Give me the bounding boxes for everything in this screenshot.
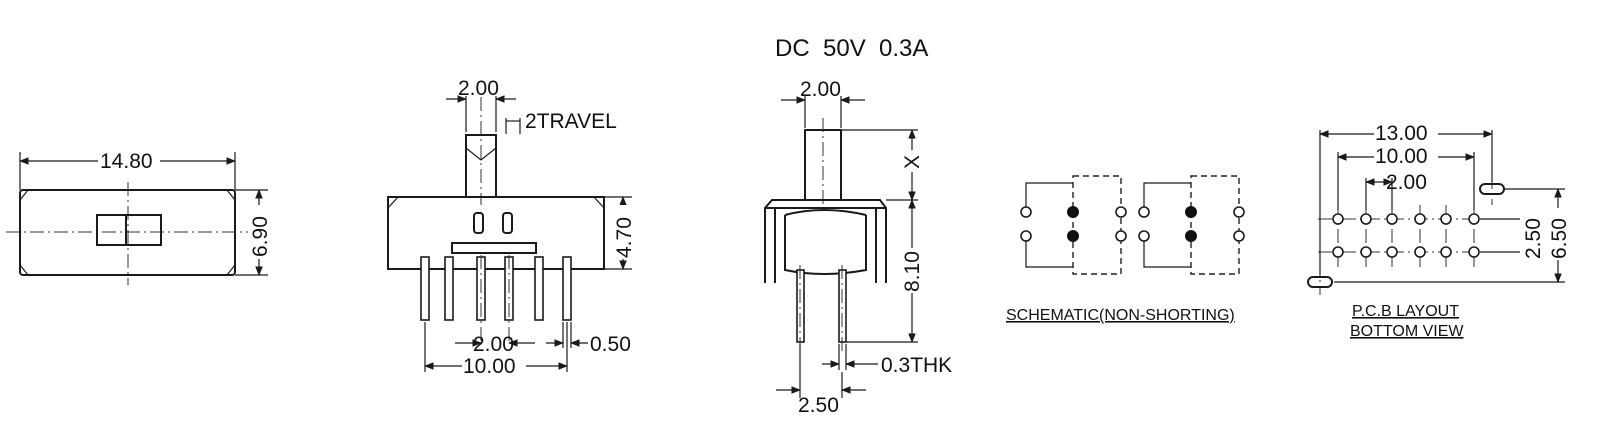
front-height-dim: 6.90 [249, 216, 272, 257]
side-actuator-width-dim: 2.00 [458, 77, 499, 100]
pcb-pin-span-dim: 10.00 [1375, 145, 1428, 168]
side-view: 2.00 2TRAVEL 4.70 2.00 10.00 0.50 [387, 77, 636, 378]
pcb-row-pitch-dim: 2.50 [1522, 218, 1545, 259]
rating-title: DC 50V 0.3A [775, 35, 928, 62]
front-slider-window [96, 214, 162, 246]
pcb-pin-pitch-dim: 2.00 [1386, 171, 1427, 194]
pcb-caption-line1: P.C.B LAYOUT [1352, 303, 1459, 320]
front-width-dim: 14.80 [100, 150, 153, 173]
end-view: 2.00 X 8.10 0.3THK 2.50 [764, 78, 952, 417]
schematic-caption: SCHEMATIC(NON-SHORTING) [1006, 307, 1235, 324]
end-actuator-width-dim: 2.00 [800, 78, 841, 101]
end-x-dim: X [901, 155, 924, 169]
end-actuator [804, 129, 842, 201]
side-pin-pitch-dim: 2.00 [473, 333, 514, 356]
pcb-total-height-dim: 6.50 [1548, 218, 1571, 259]
end-frame [764, 199, 887, 283]
end-pin-spacing-dim: 2.50 [798, 394, 839, 417]
pcb-caption-line2: BOTTOM VIEW [1350, 323, 1464, 340]
front-actuator [96, 214, 127, 246]
side-height-dim: 4.70 [613, 217, 636, 258]
side-pin-span-dim: 10.00 [463, 355, 516, 378]
side-travel-dim: 2TRAVEL [525, 110, 617, 133]
side-body [387, 196, 605, 270]
front-view: 14.80 6.90 [6, 148, 272, 285]
pcb-layout: 13.00 10.00 2.00 2.50 6.50 P.C.B LAYOUT … [1307, 122, 1571, 340]
schematic: SCHEMATIC(NON-SHORTING) [1006, 175, 1245, 324]
side-base-rail [451, 242, 537, 254]
pcb-mount-span-dim: 13.00 [1375, 122, 1428, 145]
end-total-height-dim: 8.10 [901, 251, 924, 292]
end-thickness-dim: 0.3THK [881, 354, 952, 377]
pcb-mount-slot-bottom [1307, 276, 1333, 288]
side-pin-width-dim: 0.50 [590, 333, 631, 356]
